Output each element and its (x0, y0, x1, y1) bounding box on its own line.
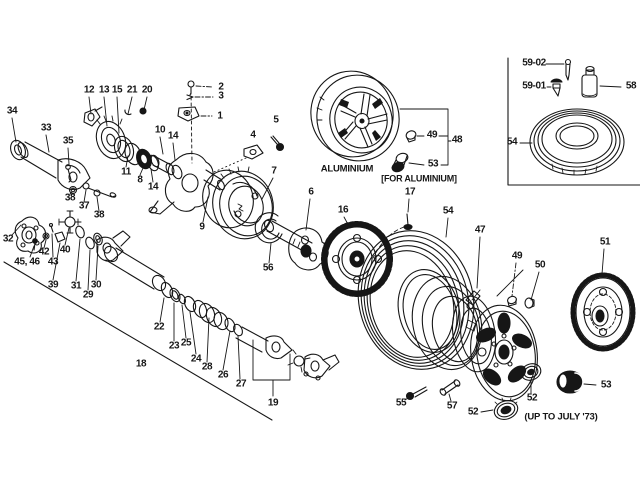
part-label-12: 12 (83, 84, 95, 96)
part-label-3: 3 (218, 90, 224, 102)
fasteners-1-2-3 (177, 80, 200, 122)
part-label-27: 27 (235, 378, 247, 390)
part-label-43: 43 (47, 256, 59, 268)
bearing-stack (83, 106, 183, 180)
part-label-5: 5 (273, 114, 279, 126)
oil-seal-52 (520, 363, 542, 381)
part-label-11: 11 (121, 166, 131, 178)
part-label-49: 49 (426, 129, 438, 141)
part-label-28: 28 (201, 361, 213, 373)
part-label-48: 48 (451, 134, 463, 146)
part-label-33: 33 (40, 122, 52, 134)
caption-up-to-july-73: (UP TO JULY '73) (524, 411, 598, 423)
part-label-21: 21 (126, 84, 138, 96)
part-label-14: 14 (147, 181, 159, 193)
valve-59-01 (550, 78, 563, 97)
part-label-1: 1 (217, 110, 223, 122)
part-label-10: 10 (154, 124, 166, 136)
part-label-59-02: 59-02 (522, 57, 546, 69)
sealant-bottle-58 (581, 65, 598, 98)
part-label-19: 19 (267, 397, 279, 409)
caption-for-aluminium: [FOR ALUMINIUM] (381, 173, 457, 184)
part-label-45-46: 45, 46 (14, 256, 40, 268)
brake-backing-plate (202, 166, 274, 240)
part-label-37: 37 (78, 200, 90, 212)
part-label-58: 58 (625, 80, 637, 92)
part-label-25: 25 (180, 337, 192, 349)
part-label-7: 7 (271, 165, 277, 177)
nut-49-rear (507, 295, 517, 307)
aluminium-wheel (310, 70, 400, 162)
part-label-32: 32 (2, 233, 14, 245)
part-label-13: 13 (98, 84, 110, 96)
part-label-15: 15 (111, 84, 123, 96)
part-label-59-01: 59-01 (522, 80, 546, 92)
part-label-49: 49 (511, 250, 523, 262)
part-label-50: 50 (534, 259, 546, 271)
oil-seal-52-early (493, 397, 519, 420)
part-label-14: 14 (167, 130, 179, 142)
part-label-40: 40 (59, 244, 71, 256)
part-label-53: 53 (427, 158, 439, 170)
propeller-shaft-18 (96, 230, 293, 360)
part-label-23: 23 (168, 340, 180, 352)
pin-57 (439, 379, 461, 396)
part-label-57: 57 (446, 400, 458, 412)
part-label-52: 52 (526, 392, 538, 404)
part-label-17: 17 (404, 186, 416, 198)
part-label-9: 9 (199, 221, 205, 233)
wheel-nut-49 (405, 130, 417, 143)
part-label-16: 16 (337, 204, 349, 216)
bearing-retainer-56 (254, 212, 283, 244)
sprocket-drum-16 (321, 221, 393, 297)
part-label-18: 18 (135, 358, 147, 370)
part-label-20: 20 (141, 84, 153, 96)
rear-hub (470, 304, 538, 402)
part-label-38: 38 (93, 209, 105, 221)
part-label-2: 2 (218, 81, 224, 93)
part-label-4: 4 (250, 129, 256, 141)
leader-lines (3, 63, 622, 421)
part-label-24: 24 (190, 353, 202, 365)
tube-coil-54 (529, 108, 625, 176)
part-label-51: 51 (599, 236, 611, 248)
caption-aluminium: ALUMINIUM (320, 163, 374, 175)
valve-core-59-02 (564, 58, 572, 81)
hub-nut-53 (556, 370, 586, 394)
part-label-56: 56 (262, 262, 274, 274)
part-label-38: 38 (64, 192, 76, 204)
brake-panel-47 (451, 269, 524, 373)
part-label-39: 39 (47, 279, 59, 291)
part-label-6: 6 (308, 186, 314, 198)
part-label-35: 35 (62, 135, 74, 147)
pin-35 (65, 164, 72, 183)
part-label-52: 52 (467, 406, 479, 418)
part-label-54: 54 (442, 205, 454, 217)
axle-shaft-and-flange-6 (263, 219, 329, 271)
inset-box-border (507, 57, 640, 186)
bolt-37-washers-38 (68, 182, 117, 198)
part-label-29: 29 (82, 289, 94, 301)
brackets-4-5 (243, 135, 285, 160)
part-label-53: 53 (600, 379, 612, 391)
rear-sprocket-51 (570, 272, 636, 352)
part-label-54: 54 (506, 136, 518, 148)
part-label-55: 55 (395, 397, 407, 409)
ujoint-flange-19 (287, 349, 340, 381)
part-label-8: 8 (137, 174, 143, 186)
part-label-34: 34 (6, 105, 18, 117)
part-label-47: 47 (474, 224, 486, 236)
part-label-42: 42 (38, 246, 50, 258)
part-label-31: 31 (70, 280, 82, 292)
part-label-26: 26 (217, 369, 229, 381)
ujoint-small-parts (32, 210, 103, 251)
lug-nut-53-aluminium (391, 152, 409, 173)
part-label-22: 22 (153, 321, 165, 333)
part-label-30: 30 (90, 279, 102, 291)
